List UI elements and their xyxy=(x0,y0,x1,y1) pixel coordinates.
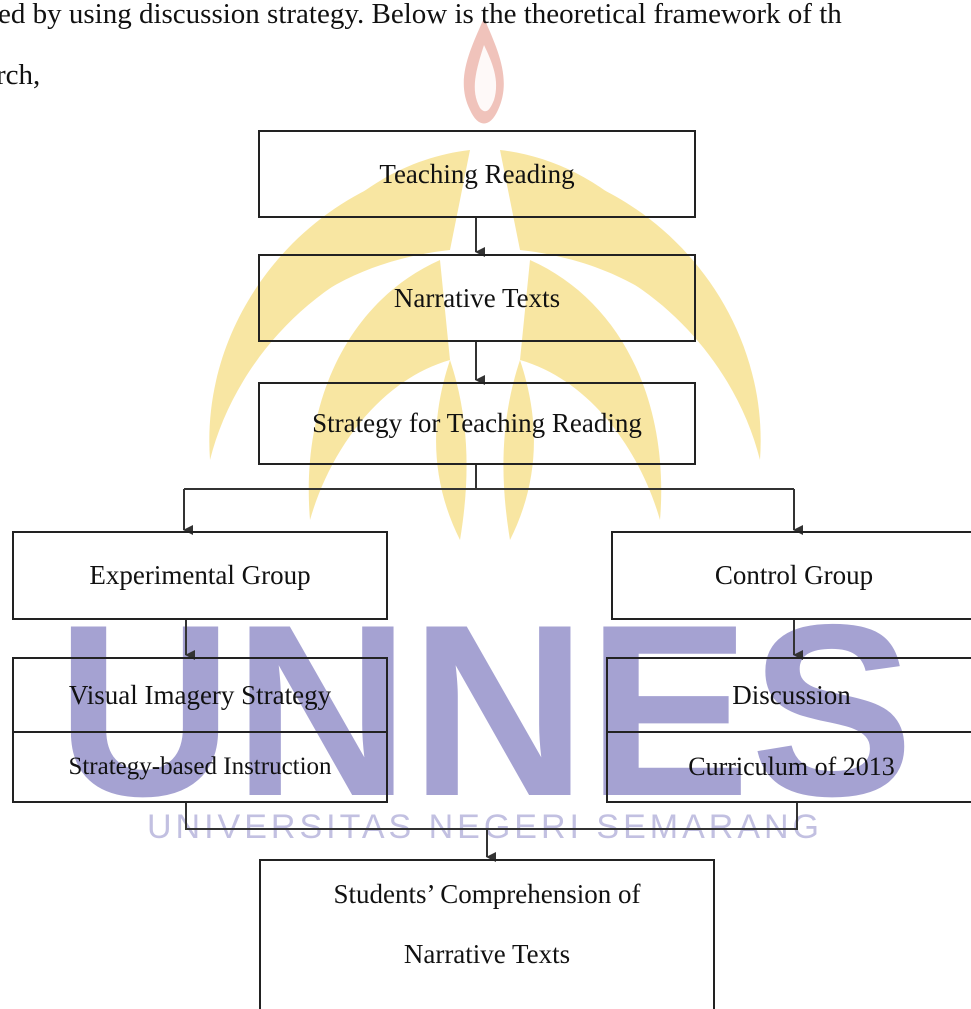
label-discussion: Discussion xyxy=(732,679,851,710)
label-strategy-teaching-reading: Strategy for Teaching Reading xyxy=(312,408,642,438)
row-divider xyxy=(14,731,386,733)
paragraph-line-1: ed by using discussion strategy. Below i… xyxy=(0,0,842,30)
label-visual-imagery: Visual Imagery Strategy xyxy=(68,679,332,710)
label-outcome-line-2: Narrative Texts xyxy=(403,939,571,969)
label-curriculum: Curriculum of 2013 xyxy=(688,752,895,781)
university-name-text: UNIVERSITAS NEGERI SEMARANG xyxy=(147,808,823,846)
label-experimental-group: Experimental Group xyxy=(89,560,311,590)
box-strategy-teaching-reading: Strategy for Teaching Reading xyxy=(258,382,696,465)
label-teaching-reading: Teaching Reading xyxy=(379,158,575,189)
box-control-strategy: Discussion Curriculum of 2013 xyxy=(606,657,971,803)
label-strategy-based: Strategy-based Instruction xyxy=(68,753,332,780)
box-narrative-texts: Narrative Texts xyxy=(258,254,696,342)
flame-icon xyxy=(463,18,504,124)
row-visual-imagery: Visual Imagery Strategy xyxy=(14,659,386,731)
flame-inner-icon xyxy=(474,45,497,112)
label-control-group: Control Group xyxy=(714,560,874,590)
label-narrative-texts: Narrative Texts xyxy=(393,282,561,313)
label-outcome-line-1: Students’ Comprehension of xyxy=(333,879,641,909)
paragraph-line-2: rch, xyxy=(0,59,41,91)
box-experimental-group: Experimental Group xyxy=(12,531,388,620)
row-discussion: Discussion xyxy=(608,659,971,731)
box-students-comprehension: Students’ Comprehension of Narrative Tex… xyxy=(259,859,715,1009)
box-experimental-strategy: Visual Imagery Strategy Strategy-based I… xyxy=(12,657,388,803)
row-divider xyxy=(608,731,971,733)
box-control-group: Control Group xyxy=(611,531,971,620)
row-curriculum: Curriculum of 2013 xyxy=(608,733,971,801)
row-strategy-based: Strategy-based Instruction xyxy=(14,733,386,801)
box-teaching-reading: Teaching Reading xyxy=(258,130,696,218)
